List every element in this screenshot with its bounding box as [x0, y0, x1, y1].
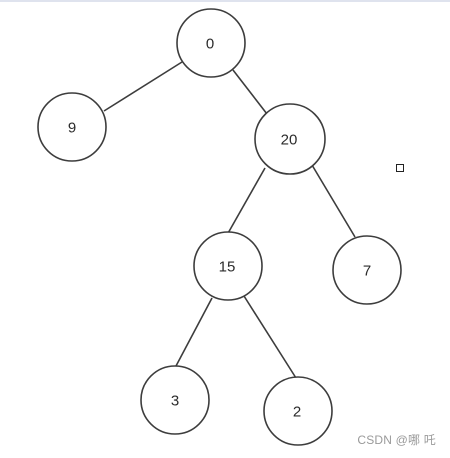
node-0-label: 0: [206, 36, 214, 53]
edge-20-15: [226, 167, 266, 236]
node-9-circle: [37, 92, 107, 162]
watermark: CSDN @哪 吒: [357, 433, 436, 447]
selection-handle[interactable]: [396, 164, 404, 172]
node-7: 7: [332, 235, 402, 305]
node-0: 0: [176, 8, 246, 78]
node-3: 3: [140, 365, 210, 435]
node-2-label: 2: [293, 404, 301, 421]
edges-layer: [103, 61, 356, 379]
node-15-label: 15: [219, 259, 236, 276]
top-border: [0, 0, 450, 2]
node-9: 9: [37, 92, 107, 162]
node-3-label: 3: [171, 393, 179, 410]
node-7-label: 7: [363, 263, 371, 280]
edge-20-7: [311, 164, 356, 238]
node-15-circle: [193, 231, 263, 301]
node-2: 2: [263, 376, 333, 446]
node-15: 15: [193, 231, 263, 301]
node-20: 20: [254, 103, 326, 175]
edge-15-2: [243, 295, 297, 379]
edge-0-9: [103, 61, 183, 112]
node-9-label: 9: [68, 120, 76, 137]
node-7-circle: [332, 235, 402, 305]
node-3-circle: [140, 365, 210, 435]
edge-15-3: [175, 297, 213, 367]
node-2-circle: [263, 376, 333, 446]
edge-0-20: [232, 69, 268, 115]
node-20-circle: [254, 103, 326, 175]
node-20-label: 20: [281, 132, 298, 149]
node-0-circle: [176, 8, 246, 78]
